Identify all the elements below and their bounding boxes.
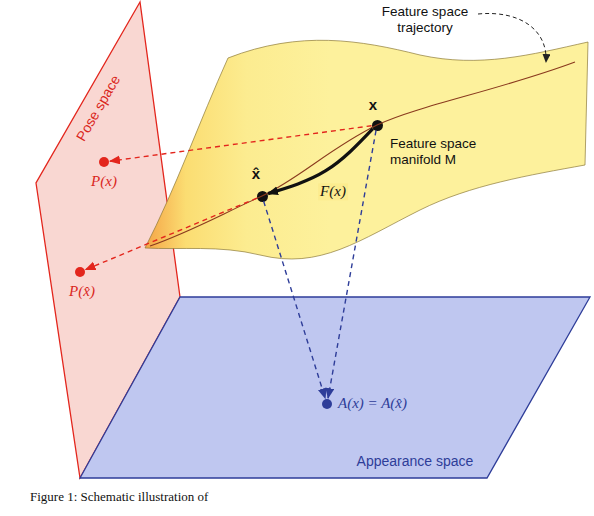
caption-holder: Figure 1: Schematic illustration of <box>0 0 178 15</box>
feature-manifold: Feature space manifold M x x̂ <box>140 30 594 280</box>
projection-arrow <box>86 198 257 270</box>
feature-point: x̂ <box>257 191 268 202</box>
label-holder: Feature space trajectory <box>0 0 100 31</box>
edge-label-holder: F(x) <box>0 0 30 17</box>
node-label: x̂ <box>252 165 260 182</box>
node-label: P(x̂) <box>69 283 95 300</box>
point-dot <box>257 191 268 202</box>
feature-point: x <box>372 120 383 131</box>
feature-manifold-outline <box>140 30 594 280</box>
appearance-space-plane-outline <box>76 292 594 484</box>
pose-point-outline <box>99 157 109 167</box>
manifold-surface <box>145 40 588 259</box>
figure-caption: Figure 1: Schematic illustration of <box>30 490 208 505</box>
feature-point-outline <box>372 120 383 131</box>
point-dot <box>372 120 383 131</box>
pose-point-outline <box>75 267 85 277</box>
appearance-point: A(x) = A(x̂) <box>322 399 332 409</box>
node-label: P(x) <box>91 173 117 190</box>
feature-point-outline <box>257 191 268 202</box>
callout-label: Feature space trajectory <box>375 4 475 35</box>
appearance-space-plane: Appearance space A(x) = A(x̂) <box>76 292 594 484</box>
point-dot <box>75 267 85 277</box>
appearance-point-outline <box>322 399 332 409</box>
pose-point: P(x̂) <box>75 267 85 277</box>
connectors <box>86 126 376 399</box>
node-label: Appearance space <box>357 453 474 469</box>
edge-label: F(x) <box>318 183 348 200</box>
trajectory-curve <box>150 62 575 246</box>
pose-point: P(x) <box>99 157 109 167</box>
node-label: Feature space manifold M <box>390 136 502 167</box>
projection-arrow <box>110 126 372 161</box>
plane-shape <box>80 297 590 478</box>
projection-arrow <box>328 130 376 398</box>
point-dot <box>99 157 109 167</box>
callout-arrow <box>478 13 546 62</box>
node-label: x <box>369 96 377 113</box>
point-dot <box>322 399 332 409</box>
projection-arrow <box>264 201 326 398</box>
node-label: A(x) = A(x̂) <box>338 395 407 412</box>
